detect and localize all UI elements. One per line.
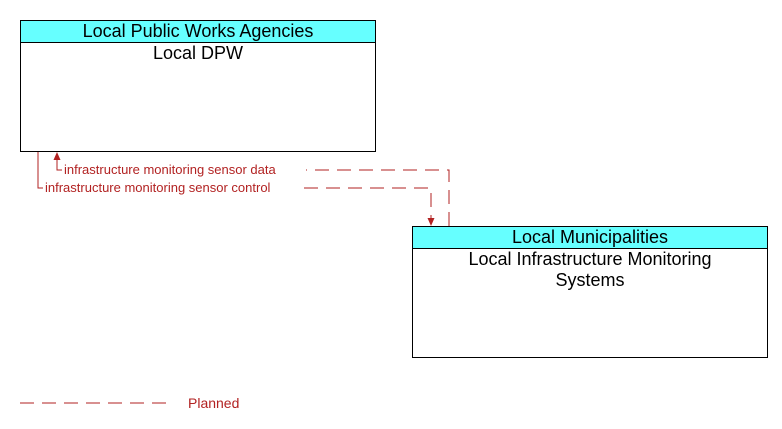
flow-sensor-data-label: infrastructure monitoring sensor data bbox=[64, 162, 276, 177]
node-local-dpw-name: Local DPW bbox=[152, 43, 244, 63]
flow-sensor-data-line-end bbox=[56, 158, 62, 171]
flow-sensor-control-line-start bbox=[37, 152, 43, 189]
flow-sensor-data-arrowhead bbox=[53, 152, 61, 160]
legend-planned-label: Planned bbox=[188, 395, 239, 411]
node-local-dpw: Local Public Works Agencies Local DPW bbox=[20, 20, 376, 152]
flow-sensor-control-line bbox=[304, 187, 432, 218]
flow-sensor-control-arrowhead bbox=[427, 218, 435, 226]
node-lims-name-line2: Systems bbox=[555, 270, 625, 290]
node-local-infrastructure-monitoring-systems: Local Municipalities Local Infrastructur… bbox=[412, 226, 768, 358]
node-lims-name: Local Infrastructure Monitoring Systems bbox=[413, 249, 767, 291]
flow-sensor-data-line bbox=[306, 169, 450, 226]
flow-sensor-control-label: infrastructure monitoring sensor control bbox=[45, 180, 271, 195]
node-lims-group: Local Municipalities bbox=[413, 227, 767, 249]
node-lims-name-line1: Local Infrastructure Monitoring bbox=[468, 249, 712, 269]
node-local-dpw-group: Local Public Works Agencies bbox=[21, 21, 375, 43]
